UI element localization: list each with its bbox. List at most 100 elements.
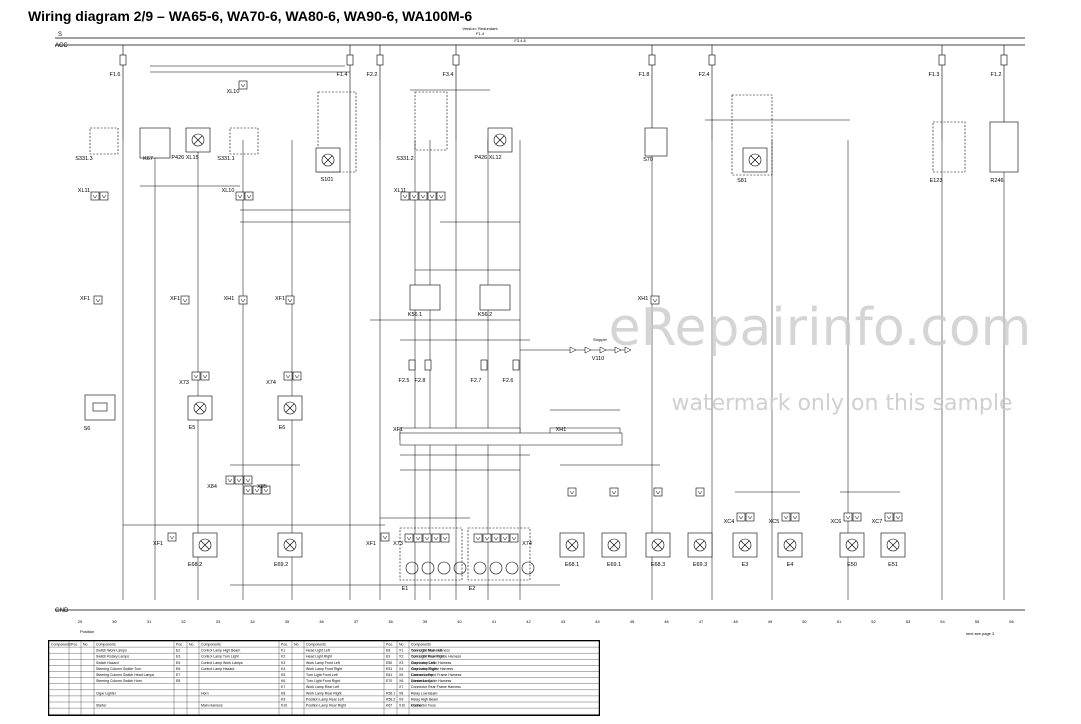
footer-left-label: Position [80,629,94,634]
connector-arrow [402,194,408,199]
position-number: 32 [181,619,186,624]
diode-icon [614,346,622,354]
connector [736,512,746,522]
legend-cell: K8 [281,691,285,695]
horn-icon [92,402,108,412]
legend-cell: Head Light Right [306,655,332,659]
connector-xl10 [238,80,248,90]
fuse-label: F1.4 [336,72,347,78]
legend-cell: E51 [386,667,392,671]
connector-x84 [234,475,244,485]
legend-cell: E8 [176,679,180,683]
position-number: 45 [630,619,635,624]
legend-cell: Connector Engine Harness [411,667,453,671]
lamp-circle [565,538,579,552]
component-label: E4 [787,562,794,568]
position-number: 47 [699,619,704,624]
component-label: X73 [179,380,189,386]
fuse-top [938,54,946,66]
legend-cell: X10 [399,704,405,708]
legend-cell: E5 [176,661,180,665]
connector-xf1 [180,295,190,305]
component-label: X85 [257,484,267,490]
position-number: 31 [147,619,152,624]
connector-x74 [283,371,293,381]
lamp-icon [777,532,803,558]
legend-cell: Relay Low Beam [411,691,438,695]
legend-cell: K5 [281,673,285,677]
lamp-cross [847,540,857,550]
connector-arrow [227,478,233,483]
legend-cell: Steering Column Switch Turn [96,667,141,671]
sensor-r246 [989,121,1019,173]
lamp-cross [285,403,295,413]
position-number: 51 [837,619,842,624]
connector-x85 [261,485,271,495]
connector-arrow [254,488,260,493]
lamp-icon [277,395,303,421]
connector-x73 [440,533,450,543]
lamp-circle [473,561,487,575]
component-label: S331.2 [396,156,413,162]
fuse-top [119,54,127,66]
lamp-circle [405,561,419,575]
connector-label: XF1 [366,541,376,547]
connector-arrow [747,515,753,520]
lamp-circle [489,561,503,575]
position-number: 33 [216,619,221,624]
connector-x74 [482,533,492,543]
lamp-cross [785,540,795,550]
legend-cell: Head Light Left [306,649,330,653]
diode-icon [569,346,577,354]
lamp-icon [742,147,768,173]
fuse-top [648,54,656,66]
legend-cell: Connector Main Harness [411,649,450,653]
lamp-cross [567,540,577,550]
connector-arrow [246,194,252,199]
legend-cell: Horn [201,691,209,695]
component-label: S81 [737,178,747,184]
legend-cell: Turn Light Rear Left [411,649,442,653]
position-number: 56 [1009,619,1014,624]
switch-s70 [644,127,668,157]
component-label: E1 [402,586,409,592]
legend-cell: X3 [399,661,403,665]
fuse-label: F1.2 [990,72,1001,78]
connector-xf1 [285,295,295,305]
legend-header: No. [294,643,299,647]
position-number: 52 [871,619,876,624]
component-label: XL10 [222,188,235,194]
legend-cell: Relay High Beam [411,697,438,701]
fuse-label: F2.6 [502,378,513,384]
lamp-cross [740,540,750,550]
switch-s331-3 [89,127,119,155]
connector [884,512,894,522]
connector-arrow [886,515,892,520]
legend-cell: Connector Front Frame Harness [411,673,462,677]
legend-cell: X8 [399,691,403,695]
connector-label: XF1 [275,296,285,302]
connector-xl11 [99,191,109,201]
fuse-label: F1.3 [928,72,939,78]
legend-header: Pos. [176,643,183,647]
legend-cell: Control Lamp High Beam [201,649,240,653]
lamp-icon [192,532,218,558]
legend-cell: Position Lamp Rear Right [306,704,346,708]
connector-arrow [237,194,243,199]
component-label: K67 [143,156,153,162]
connector-arrow [652,298,658,303]
connector-xl10 [235,191,245,201]
legend-cell: Main Harness [201,704,223,708]
fuse-label: F1.6 [109,72,120,78]
legend-cell: K9 [281,697,285,701]
legend-cell: Turn Light Front Left [306,673,338,677]
lamp-circle [437,561,451,575]
component-label: K56.1 [408,312,422,318]
connector [653,487,663,497]
position-number: 53 [906,619,911,624]
lamp-cross [200,540,210,550]
legend-cell: Connector Floor Frame Harness [411,655,461,659]
component-label: XC5 [769,519,780,525]
component-label: S331.3 [75,156,92,162]
